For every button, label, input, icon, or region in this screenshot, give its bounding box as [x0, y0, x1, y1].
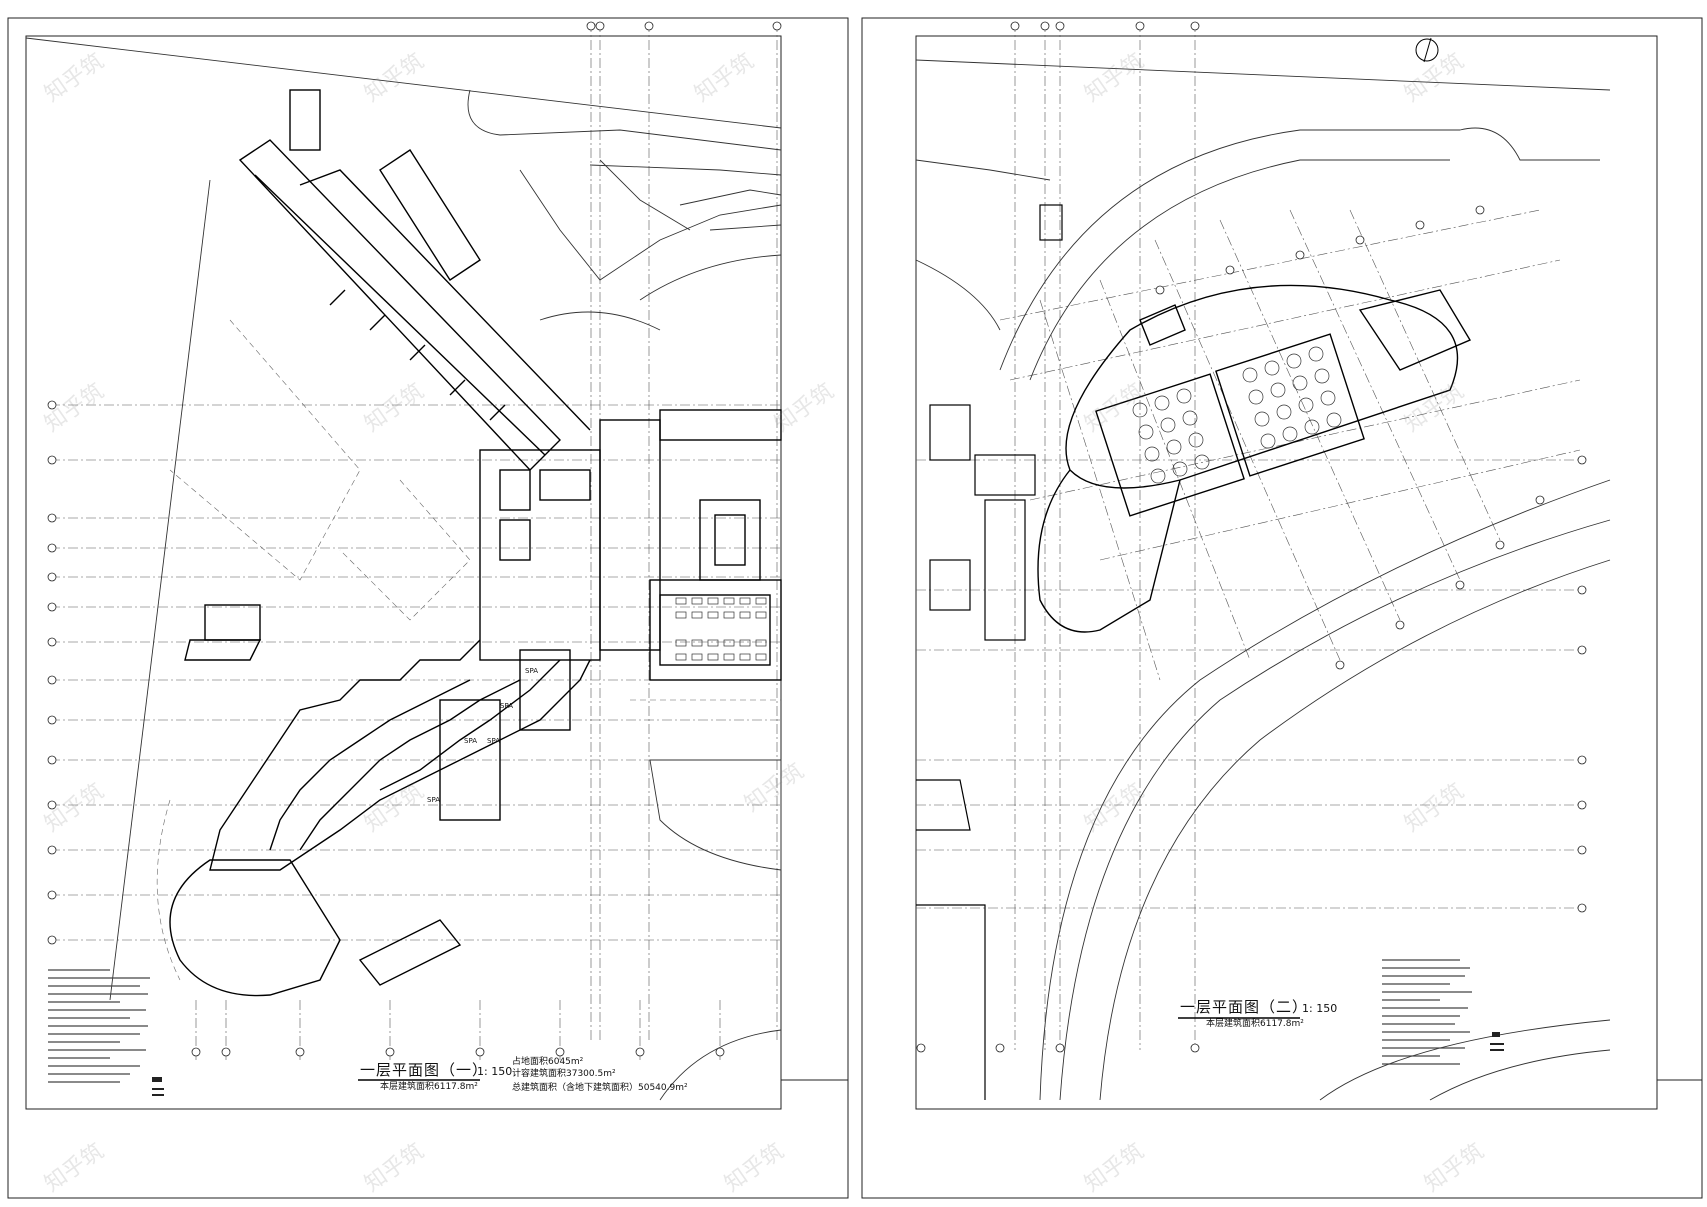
legend-right — [1490, 1032, 1504, 1051]
left-drawing-scale: 1: 150 — [477, 1065, 513, 1078]
right-roads — [915, 59, 1611, 1101]
north-arrow-icon — [1415, 37, 1439, 63]
left-site-lines — [25, 37, 782, 1101]
left-grid — [50, 22, 781, 1060]
legend-left — [152, 1077, 164, 1096]
notes-right — [1382, 959, 1472, 1065]
right-building — [1037, 284, 1472, 633]
left-building — [169, 89, 782, 997]
right-drawing-scale: 1: 150 — [1302, 1002, 1338, 1015]
room-label-spa-4: SPA — [427, 796, 441, 804]
outer-frame-right — [861, 17, 1703, 1199]
left-storey-area: 本层建筑面积6117.8m² — [380, 1082, 478, 1092]
left-canopy — [156, 319, 781, 981]
right-edge-fragments — [916, 204, 1063, 1100]
room-label-spa-2: SPA — [464, 737, 478, 745]
outer-frame-left — [7, 17, 849, 1199]
notes-left — [48, 969, 150, 1083]
left-drawing-title: 一层平面图（一） — [360, 1061, 489, 1079]
right-storey-area: 本层建筑面积6117.8m² — [1206, 1019, 1304, 1029]
title-underlines — [358, 1017, 1300, 1081]
inner-frame-left — [25, 35, 782, 1110]
right-drawing-title: 一层平面图（二） — [1180, 998, 1309, 1016]
room-label-spa-3: SPA — [487, 737, 501, 745]
right-grid — [916, 22, 1581, 1050]
right-grid-bubbles — [916, 21, 1587, 1053]
right-round-tables — [1132, 346, 1342, 484]
left-total-area: 总建筑面积（含地下建筑面积）50540.9m² — [512, 1083, 688, 1093]
room-label-spa-1: SPA — [500, 702, 514, 710]
left-furniture — [675, 597, 767, 661]
room-label-spa-5: SPA — [525, 667, 539, 675]
left-grid-bubbles — [47, 21, 782, 1057]
inner-frame-right — [915, 35, 1658, 1110]
left-site-area: 占地面积6045m² — [512, 1057, 584, 1067]
left-floor-area: 计容建筑面积37300.5m² — [512, 1069, 616, 1079]
